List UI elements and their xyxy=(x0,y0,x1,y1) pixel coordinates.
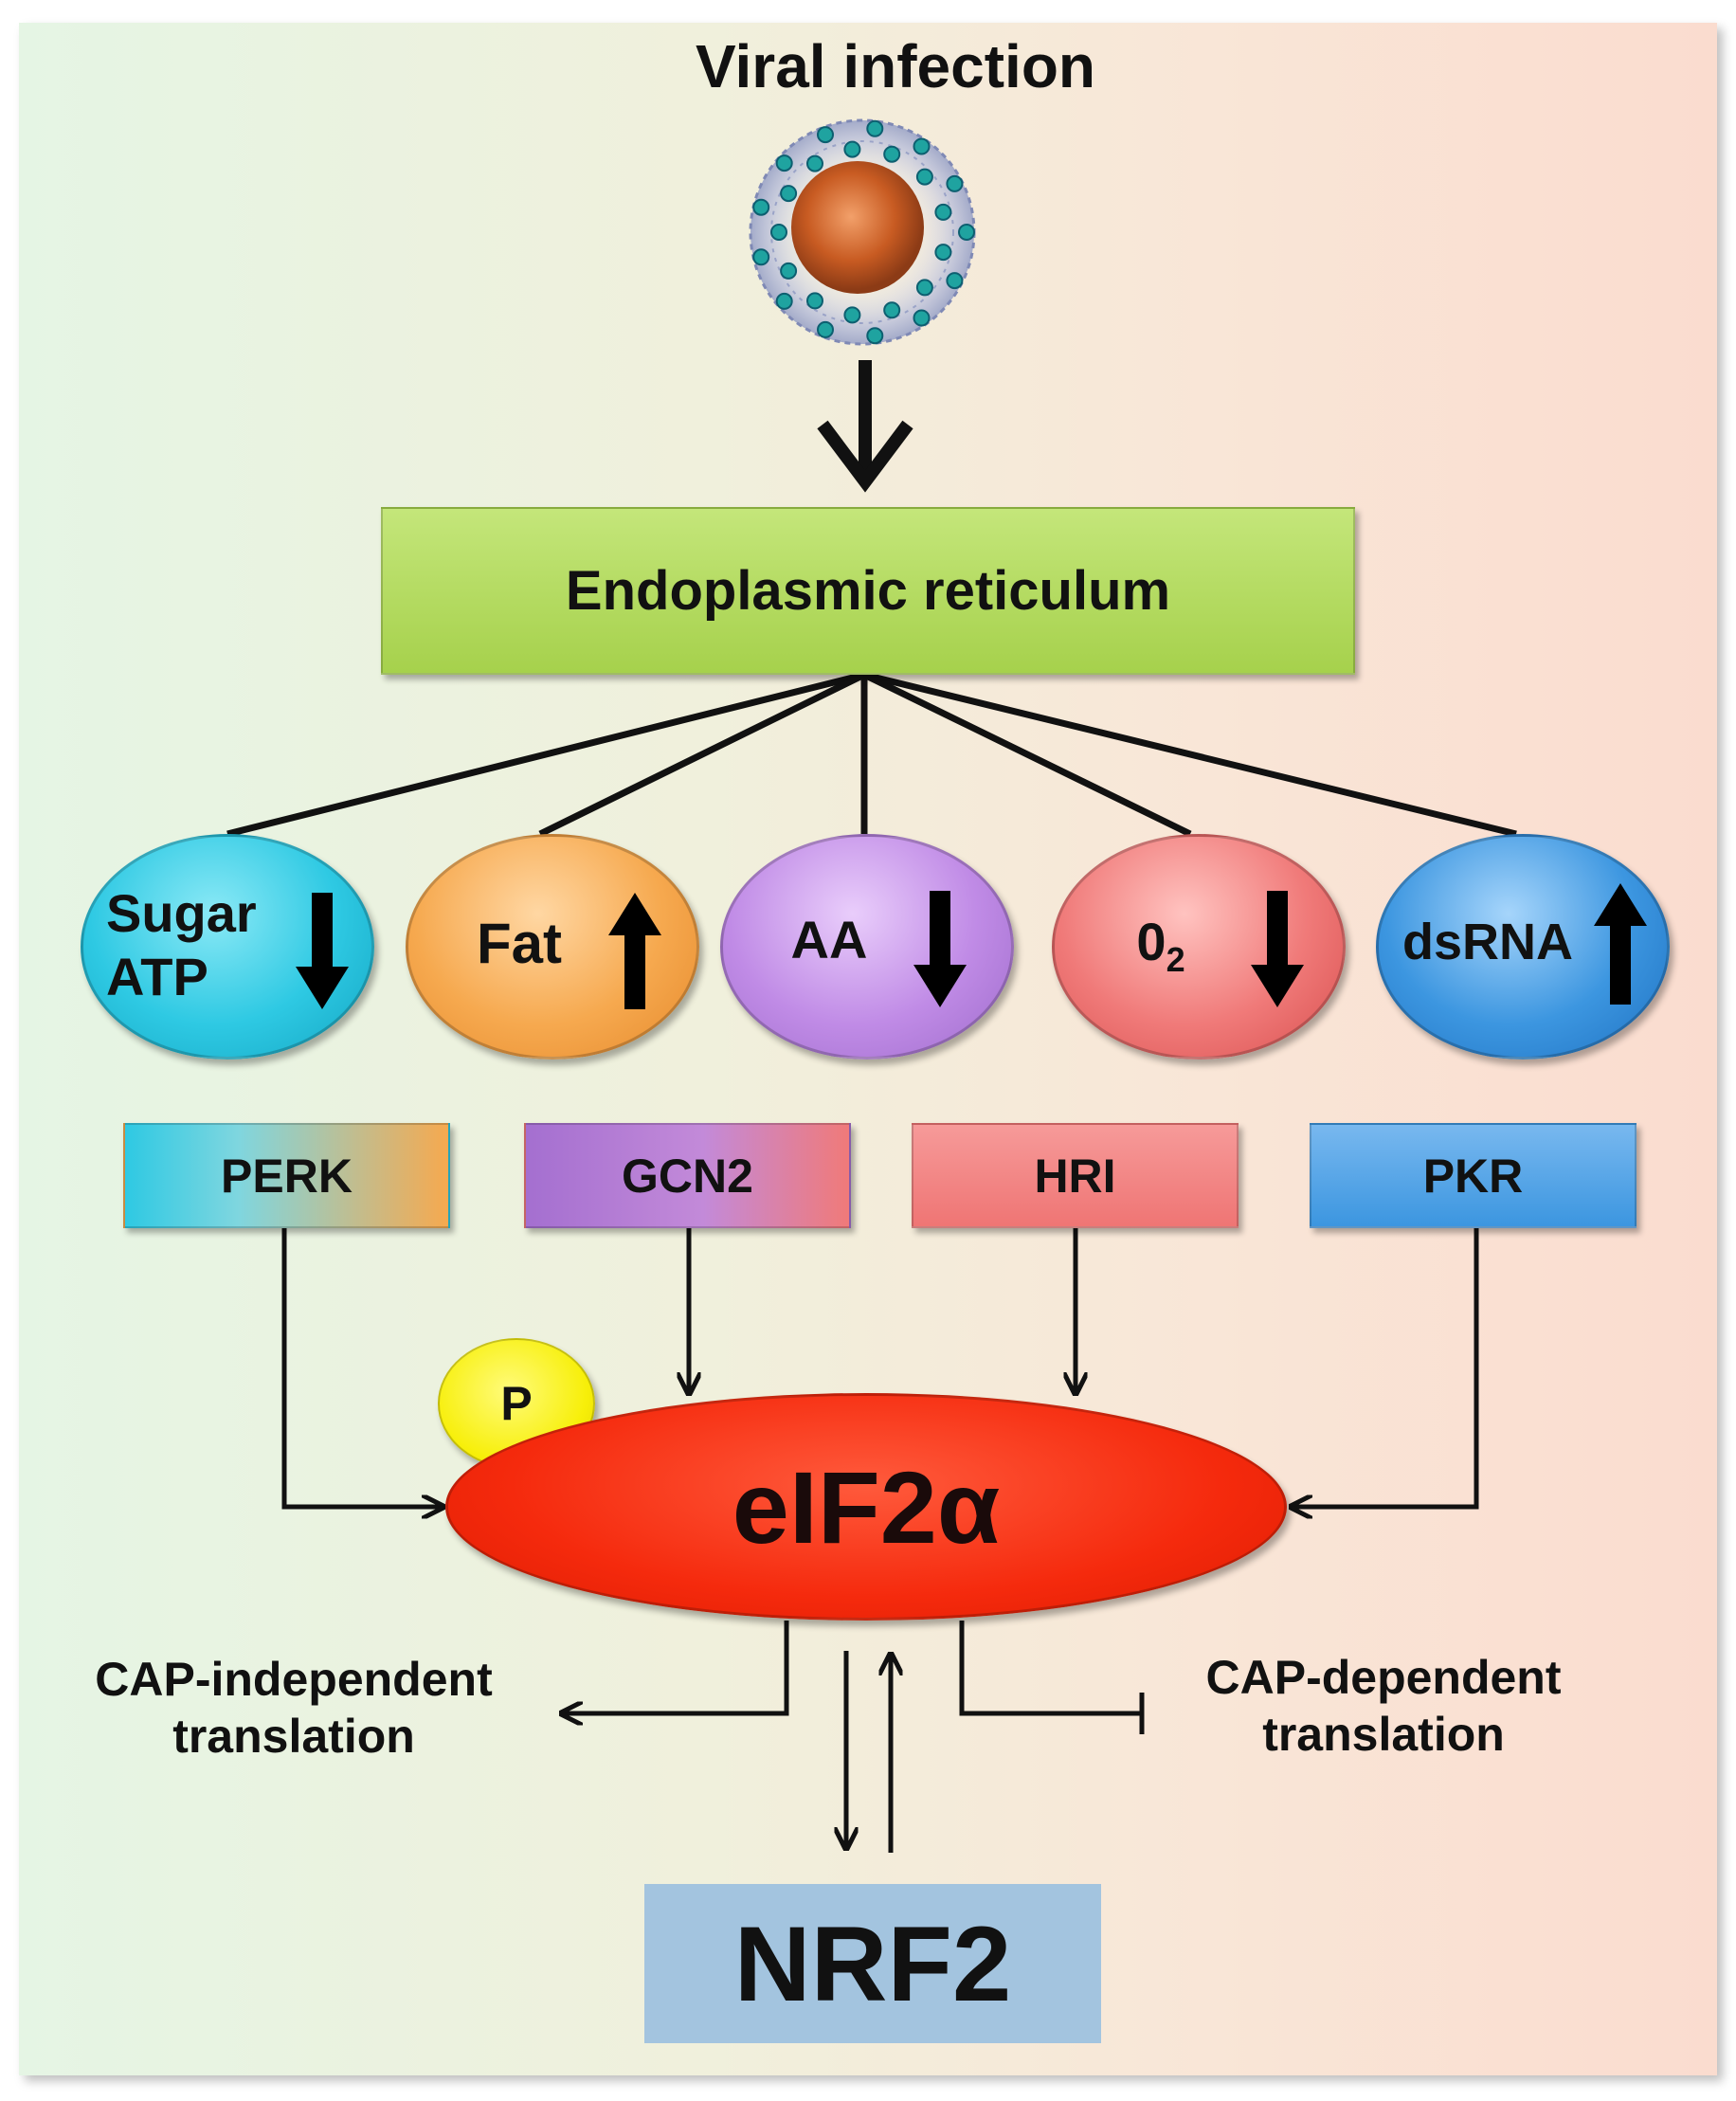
virus-spike xyxy=(817,320,834,338)
eif2a-nrf2-arrows xyxy=(846,1651,891,1853)
cap-dependent-line2: translation xyxy=(1262,1708,1505,1761)
virus-spike xyxy=(752,248,770,266)
virus-spike xyxy=(866,327,884,345)
virus-spike xyxy=(817,126,834,144)
virus-spike xyxy=(780,262,798,280)
cap-dependent-inhibition xyxy=(959,1621,1142,1716)
eif2a-label: eIF2α xyxy=(732,1449,1001,1565)
er-fanout-lines xyxy=(226,671,1517,838)
o2-label: 02 xyxy=(1118,910,1203,980)
aa-label: AA xyxy=(790,910,868,969)
cap-independent-line2: translation xyxy=(172,1710,415,1763)
er-box: Endoplasmic reticulum xyxy=(381,507,1355,675)
virus-spike xyxy=(883,301,901,319)
virus-spike xyxy=(843,306,861,324)
virus-spike xyxy=(883,145,901,163)
pkr-label: PKR xyxy=(1422,1149,1524,1203)
virus-spike xyxy=(806,154,823,172)
dsrna-label: dsRNA xyxy=(1401,914,1573,970)
sugar-atp-label: Sugar ATP xyxy=(106,881,296,1008)
atp-label: ATP xyxy=(106,947,208,1007)
perk-label: PERK xyxy=(221,1149,353,1203)
virus-spike xyxy=(958,224,975,241)
up-arrow-icon xyxy=(608,893,661,1009)
virus-spike xyxy=(934,203,952,221)
kinase-connectors xyxy=(281,1228,1479,1507)
stressor-dsrna xyxy=(1376,834,1670,1060)
virus-spike xyxy=(934,244,952,262)
figure-title: Viral infection xyxy=(695,32,1096,100)
cap-dependent-line1: CAP-dependent xyxy=(1205,1651,1562,1704)
virus-spike xyxy=(913,137,931,155)
up-arrow-icon xyxy=(1594,883,1647,1005)
virus-spike xyxy=(752,198,770,216)
down-arrow-icon xyxy=(1251,891,1304,1007)
fat-label: Fat xyxy=(477,912,562,975)
virus-spike xyxy=(843,140,861,158)
virus-spike xyxy=(775,292,793,310)
nrf2-label: NRF2 xyxy=(733,1904,1012,2023)
sugar-label: Sugar xyxy=(106,883,257,943)
phospho-label: P xyxy=(500,1377,533,1430)
virus-spike xyxy=(866,119,884,137)
er-label: Endoplasmic reticulum xyxy=(565,560,1171,622)
kinase-pkr-box: PKR xyxy=(1310,1123,1637,1228)
cap-independent-label: CAP-independent translation xyxy=(47,1651,540,1765)
virus-spike xyxy=(913,309,931,327)
virus-to-er-arrow xyxy=(817,360,913,493)
cap-independent-line1: CAP-independent xyxy=(95,1653,493,1706)
virus-spike xyxy=(946,174,964,192)
o2-subscript: 2 xyxy=(1166,940,1185,980)
virus-spike xyxy=(775,154,793,172)
pkr-connector xyxy=(1293,1228,1479,1507)
stressor-o2 xyxy=(1052,834,1346,1060)
virus-spike xyxy=(770,224,787,241)
kinase-hri-box: HRI xyxy=(912,1123,1239,1228)
virus-spike xyxy=(915,168,933,186)
o2-base: 0 xyxy=(1136,912,1166,971)
gcn2-label: GCN2 xyxy=(622,1149,753,1203)
virus-spike xyxy=(915,279,933,297)
translation-branches xyxy=(564,1621,1145,1734)
nrf2-box: NRF2 xyxy=(644,1884,1101,2043)
perk-connector xyxy=(281,1228,441,1507)
cap-dependent-label: CAP-dependent translation xyxy=(1151,1649,1616,1763)
virus-particle-icon xyxy=(749,118,976,346)
stressor-aa xyxy=(720,834,1014,1060)
virus-spike xyxy=(946,272,964,290)
down-arrow-icon xyxy=(296,893,349,1009)
down-arrow-icon xyxy=(913,891,967,1007)
virus-spike xyxy=(780,185,798,203)
virus-spike xyxy=(806,292,823,310)
hri-label: HRI xyxy=(1034,1149,1116,1203)
stressor-fat xyxy=(406,834,699,1060)
cap-independent-arrow xyxy=(564,1621,789,1713)
kinase-perk-box: PERK xyxy=(123,1123,450,1228)
eif2a-node: eIF2α xyxy=(445,1393,1287,1621)
kinase-gcn2-box: GCN2 xyxy=(524,1123,851,1228)
